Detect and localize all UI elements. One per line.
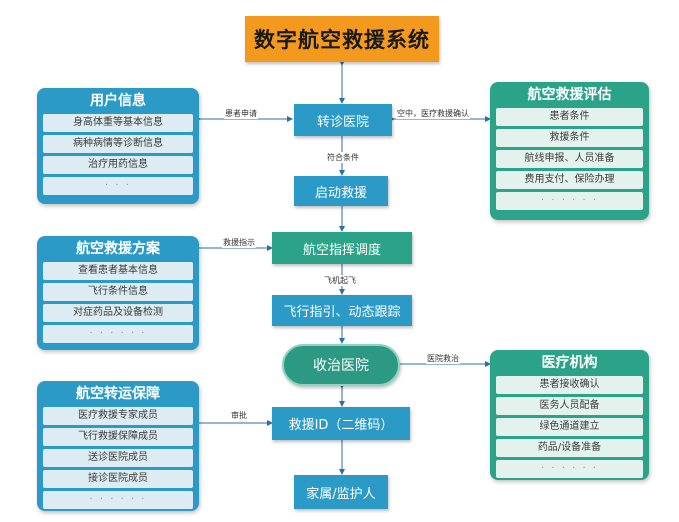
rescue-assessment-panel: 航空救援评估 患者条件 救援条件 航线申报、人员准备 费用支付、保险办理 · ·… (490, 82, 649, 220)
institution-item[interactable]: 绿色通道建立 (496, 418, 643, 436)
user-info-item[interactable]: 治疗用药信息 (43, 156, 193, 174)
plan-item[interactable]: 查看患者基本信息 (43, 262, 193, 280)
medical-institution-title: 医疗机构 (541, 355, 598, 371)
transport-support-title: 航空转运保障 (76, 386, 160, 402)
label-meets-conditions: 符合条件 (326, 152, 360, 163)
user-info-item[interactable]: 身高体重等基本信息 (43, 114, 193, 132)
assessment-more: · · · · · · (496, 192, 643, 210)
user-info-more: · · · (43, 177, 193, 195)
plan-item[interactable]: 飞行条件信息 (43, 283, 193, 301)
rescue-plan-title: 航空救援方案 (76, 241, 160, 257)
label-aircraft-takeoff: 飞机起飞 (323, 275, 357, 286)
family-node[interactable]: 家属/监护人 (294, 475, 388, 509)
label-airborne-confirm: 空中，医疗救援确认 (396, 108, 470, 119)
label-hospital-treatment: 医院救治 (426, 353, 460, 364)
support-item[interactable]: 飞行救援保障成员 (43, 428, 193, 446)
support-item[interactable]: 接诊医院成员 (43, 470, 193, 488)
user-info-item[interactable]: 病种病情等诊断信息 (43, 135, 193, 153)
plan-more: · · · · · · (43, 325, 193, 343)
label-patient-request: 患者申请 (224, 108, 258, 119)
support-item[interactable]: 医疗救援专家成员 (43, 407, 193, 425)
institution-item[interactable]: 患者接收确认 (496, 376, 643, 394)
rescue-assessment-title: 航空救援评估 (527, 87, 612, 103)
assessment-item[interactable]: 救援条件 (496, 129, 643, 147)
dispatch-node[interactable]: 航空指挥调度 (272, 232, 412, 264)
label-approval: 审批 (230, 410, 248, 421)
medical-institution-panel: 医疗机构 患者接收确认 医务人员配备 绿色通道建立 药品/设备准备 · · · … (490, 350, 649, 480)
label-rescue-instruction: 救援指示 (222, 237, 256, 248)
support-more: · · · · · · (43, 491, 193, 509)
assessment-item[interactable]: 费用支付、保险办理 (496, 171, 643, 189)
rescue-id-node[interactable]: 救援ID（二维码） (272, 407, 410, 440)
plan-item[interactable]: 对症药品及设备检测 (43, 304, 193, 322)
receiving-hospital-node[interactable]: 收治医院 (282, 344, 400, 386)
institution-more: · · · · · · (496, 460, 643, 478)
user-info-title: 用户信息 (90, 93, 146, 109)
institution-item[interactable]: 药品/设备准备 (496, 439, 643, 457)
flight-tracking-node[interactable]: 飞行指引、动态跟踪 (272, 295, 412, 326)
rescue-plan-panel: 航空救援方案 查看患者基本信息 飞行条件信息 对症药品及设备检测 · · · ·… (37, 236, 199, 350)
support-item[interactable]: 送诊医院成员 (43, 449, 193, 467)
transport-support-panel: 航空转运保障 医疗救援专家成员 飞行救援保障成员 送诊医院成员 接诊医院成员 ·… (37, 381, 199, 511)
assessment-item[interactable]: 航线申报、人员准备 (496, 150, 643, 168)
assessment-item[interactable]: 患者条件 (496, 108, 643, 126)
institution-item[interactable]: 医务人员配备 (496, 397, 643, 415)
transfer-hospital-node[interactable]: 转诊医院 (294, 104, 392, 136)
user-info-panel: 用户信息 身高体重等基本信息 病种病情等诊断信息 治疗用药信息 · · · (37, 88, 199, 204)
system-title: 数字航空救援系统 (245, 16, 439, 62)
start-rescue-node[interactable]: 启动救援 (294, 176, 388, 206)
